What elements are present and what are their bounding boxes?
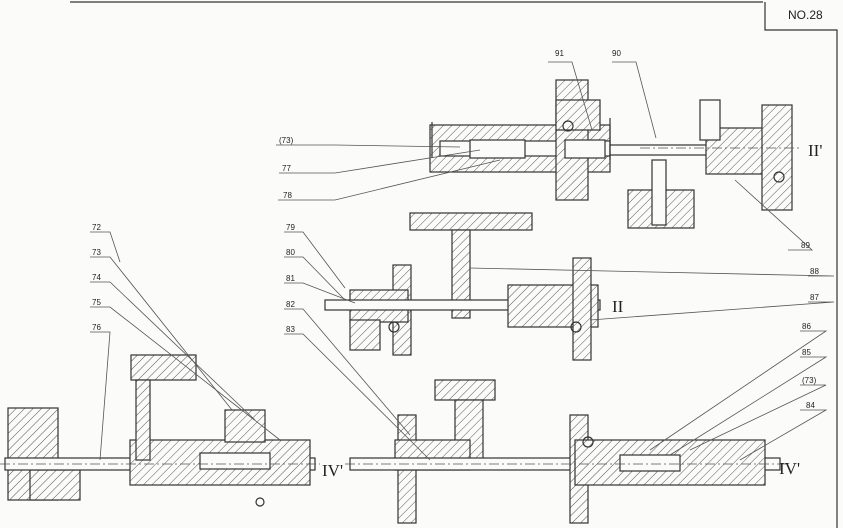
leader-lines xyxy=(90,61,835,461)
assembly-iv-prime-right xyxy=(345,379,790,524)
part-label: 89 xyxy=(801,241,810,250)
section-marker: II xyxy=(612,297,624,316)
section-marker: II' xyxy=(808,141,822,160)
part-label: (73) xyxy=(279,136,294,145)
part-label: 79 xyxy=(286,223,295,232)
part-label: 81 xyxy=(286,274,295,283)
part-label: 86 xyxy=(802,322,811,331)
part-label: 76 xyxy=(92,323,101,332)
section-marker: IV' xyxy=(779,459,800,478)
part-label: 72 xyxy=(92,223,101,232)
part-label: 78 xyxy=(283,191,292,200)
part-label: 73 xyxy=(92,248,101,257)
assembly-iv-prime-left xyxy=(0,354,320,507)
section-marker: IV' xyxy=(322,461,343,480)
part-label: 90 xyxy=(612,49,621,58)
assembly-ii xyxy=(324,212,601,361)
part-labels: 91 90 (73) 77 78 89 72 73 74 75 76 79 80… xyxy=(92,49,819,410)
sheet-number: NO.28 xyxy=(788,8,823,22)
assembly-ii-prime xyxy=(429,79,800,229)
part-label: 77 xyxy=(282,164,291,173)
part-label: 83 xyxy=(286,325,295,334)
part-label: 74 xyxy=(92,273,101,282)
part-label: (73) xyxy=(802,376,817,385)
sheet-frame xyxy=(70,1,838,528)
part-label: 88 xyxy=(810,267,819,276)
part-label: 87 xyxy=(810,293,819,302)
part-label: 75 xyxy=(92,298,101,307)
part-label: 91 xyxy=(555,49,564,58)
part-label: 82 xyxy=(286,300,295,309)
part-label: 80 xyxy=(286,248,295,257)
part-label: 85 xyxy=(802,348,811,357)
section-markers: II' II IV' IV' xyxy=(322,141,822,480)
part-label: 84 xyxy=(806,401,815,410)
